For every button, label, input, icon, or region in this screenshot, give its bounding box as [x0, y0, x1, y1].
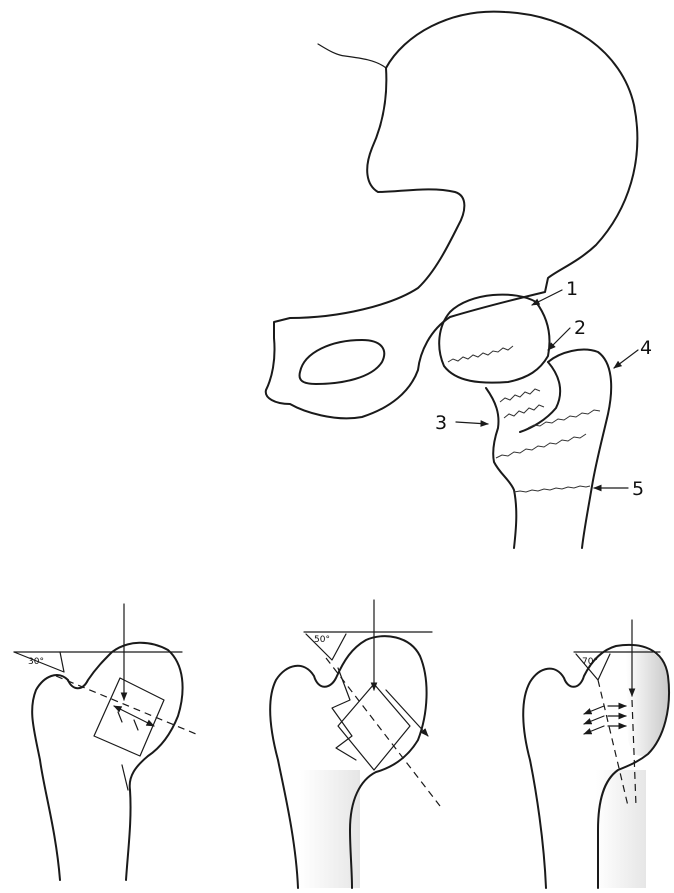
pointer-1 — [532, 290, 562, 305]
compression-arrow-70a — [584, 706, 604, 714]
label-1: 1 — [566, 278, 578, 300]
physis-line-3 — [504, 405, 544, 418]
neck-physis — [496, 434, 586, 458]
physis-extension-30 — [56, 676, 196, 734]
femur-figure-70: 70° — [523, 620, 669, 888]
shear-box-30 — [94, 678, 164, 756]
pelvis-outline — [266, 12, 638, 419]
label-2: 2 — [574, 317, 586, 339]
pointer-2 — [548, 328, 570, 350]
femur-inner-notch-30 — [122, 765, 128, 790]
femur-figure-30: 30° — [14, 604, 196, 880]
femoral-head — [439, 295, 549, 383]
trochanter-physis — [528, 410, 600, 428]
shaft-shading-70 — [596, 770, 646, 888]
compression-arrow-70c — [584, 726, 604, 734]
pelvis-femur-figure: 1 2 3 4 5 — [266, 12, 652, 548]
femur-outline-30 — [32, 643, 182, 880]
compression-arrow-70b — [584, 716, 604, 724]
angle-label-30: 30° — [28, 657, 44, 667]
label-3: 3 — [435, 412, 447, 434]
femur-figure-50: 50° — [270, 600, 440, 888]
shear-tick-30a — [118, 712, 122, 722]
shear-tick-30b — [134, 720, 138, 730]
physis-line-1 — [448, 346, 513, 362]
pointer-3 — [456, 422, 488, 424]
pointer-4 — [614, 350, 638, 368]
pelvis-spur — [318, 44, 386, 68]
obturator-foramen — [300, 340, 385, 384]
physis-line-2 — [500, 389, 540, 402]
angle-label-70: 70° — [582, 657, 598, 667]
label-4: 4 — [640, 337, 652, 359]
label-5: 5 — [632, 478, 644, 500]
femur-neck-left — [486, 388, 516, 548]
angle-label-50: 50° — [314, 635, 330, 645]
metaphysis-line — [514, 486, 590, 492]
